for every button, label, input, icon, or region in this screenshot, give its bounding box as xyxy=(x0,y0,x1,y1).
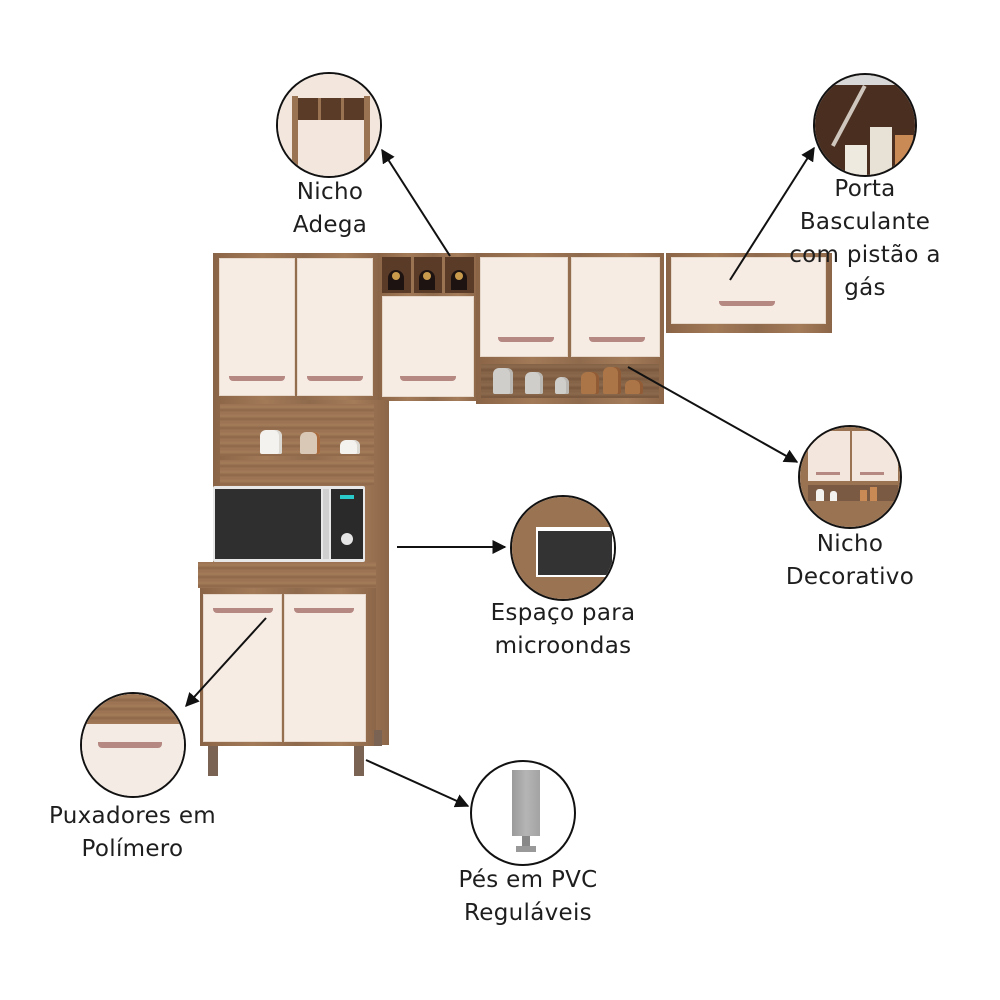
door-handle xyxy=(589,337,645,342)
open-shelf xyxy=(220,404,374,456)
microwave-display xyxy=(340,495,354,499)
cabinet-leg xyxy=(208,746,218,776)
upper-left-door-left xyxy=(219,258,295,396)
door-handle xyxy=(498,337,554,342)
cabinet-leg xyxy=(374,730,382,746)
label-line: Nicho xyxy=(296,179,364,205)
wine-bottle xyxy=(419,270,435,290)
microwave-knob xyxy=(341,533,353,545)
door-handle xyxy=(719,301,775,306)
label-line: Polímero xyxy=(81,836,184,862)
label-porta-basculante: Porta Basculante com pistão a gás xyxy=(775,173,955,305)
label-espaco-microondas: Espaço para microondas xyxy=(468,597,658,663)
wine-cabinet-door xyxy=(382,296,474,397)
jar xyxy=(625,380,643,394)
microwave xyxy=(213,486,365,562)
nicho-decorativo-bubble xyxy=(798,425,902,529)
label-puxadores: Puxadores em Polímero xyxy=(30,800,235,866)
puxadores-bubble xyxy=(80,692,186,798)
cabinet-leg xyxy=(354,746,364,776)
label-line: Basculante xyxy=(799,209,931,235)
espaco-microondas-bubble xyxy=(510,495,616,601)
label-line: Espaço para xyxy=(490,600,636,626)
microwave-control-panel xyxy=(331,489,363,559)
jar xyxy=(260,430,282,454)
lower-shelf xyxy=(220,460,374,486)
jar xyxy=(581,372,599,394)
door-handle xyxy=(307,376,363,381)
label-line: Porta xyxy=(834,176,896,202)
arrow-nicho-decorativo xyxy=(627,366,799,463)
arrow-nicho-adega xyxy=(381,148,451,257)
jar xyxy=(340,440,360,454)
label-line: Decorativo xyxy=(785,564,915,590)
decorative-niche xyxy=(481,364,659,398)
porta-basculante-bubble xyxy=(813,73,917,177)
base-door-left xyxy=(203,594,282,742)
label-nicho-decorativo: Nicho Decorativo xyxy=(765,528,935,594)
jar xyxy=(555,377,569,394)
nicho-adega-bubble xyxy=(276,72,382,178)
wine-bottle xyxy=(451,270,467,290)
arrow-porta-basculante xyxy=(729,146,815,281)
label-pes-pvc: Pés em PVC Reguláveis xyxy=(433,864,623,930)
label-line: gás xyxy=(844,275,886,301)
upper-left-door-right xyxy=(297,258,373,396)
label-line: microondas xyxy=(494,633,632,659)
countertop xyxy=(198,562,376,588)
wine-niche xyxy=(382,257,474,293)
base-door-right xyxy=(284,594,366,742)
microwave-glass xyxy=(215,489,321,559)
label-line: com pistão a xyxy=(789,242,941,268)
arrow-puxadores xyxy=(185,617,267,708)
upper-middle-door-right xyxy=(571,257,660,357)
wine-bottle xyxy=(388,270,404,290)
door-handle xyxy=(400,376,456,381)
label-line: Adega xyxy=(292,212,368,238)
label-nicho-adega: Nicho Adega xyxy=(250,176,410,242)
pes-pvc-bubble xyxy=(470,760,576,866)
door-handle xyxy=(294,608,354,613)
jar xyxy=(300,432,320,454)
label-line: Reguláveis xyxy=(464,900,592,926)
label-line: Nicho xyxy=(816,531,884,557)
arrow-pes-pvc xyxy=(365,759,470,808)
jar xyxy=(525,372,543,394)
jar xyxy=(603,367,621,394)
label-line: Pés em PVC xyxy=(458,867,598,893)
flip-up-door xyxy=(671,257,826,324)
label-line: Puxadores em xyxy=(49,803,216,829)
door-handle xyxy=(229,376,285,381)
door-handle xyxy=(213,608,273,613)
upper-middle-door-left xyxy=(480,257,568,357)
jar xyxy=(493,368,513,394)
microwave-handle xyxy=(323,489,329,559)
